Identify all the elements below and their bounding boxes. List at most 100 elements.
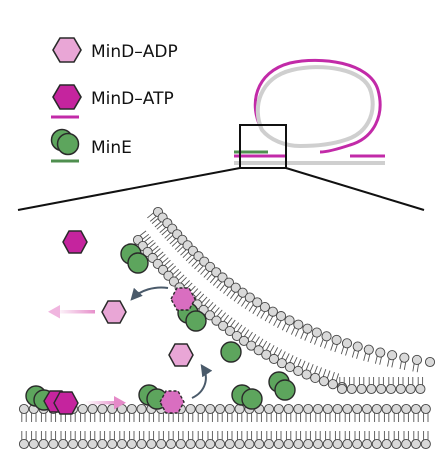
lipid-head	[156, 438, 167, 450]
lipid-head	[97, 438, 108, 450]
free-mind-atp	[62, 230, 88, 254]
lipid-head	[293, 438, 304, 450]
lipid-head	[244, 438, 255, 450]
lipid-head	[136, 438, 147, 450]
lipid-head	[336, 383, 348, 395]
lipid-head	[38, 438, 49, 450]
lipid-head	[303, 403, 314, 415]
lipid-head	[420, 438, 431, 450]
lipid-head	[28, 438, 39, 450]
lipid-head	[361, 403, 373, 415]
mind-atp-bound-2	[53, 391, 79, 415]
mine-bound-flat-3	[231, 384, 263, 410]
mine-bound-curved-3	[220, 341, 242, 363]
lipid-head	[310, 372, 321, 383]
lipid-head	[371, 438, 382, 450]
lipid-head	[352, 403, 363, 415]
lipid-head	[273, 438, 284, 450]
lipid-head	[263, 403, 275, 415]
lipid-head	[424, 356, 436, 368]
lipid-head	[381, 403, 392, 415]
lipid-head	[224, 403, 235, 415]
lipid-head	[401, 403, 412, 415]
lipid-head	[238, 335, 250, 346]
lipid-head	[146, 438, 157, 450]
lipid-head	[18, 438, 30, 450]
lipid-head	[381, 438, 392, 450]
lipid-membranes	[18, 206, 436, 450]
lipid-head	[385, 383, 397, 395]
lipid-head	[87, 403, 98, 415]
lipid-head	[261, 349, 272, 360]
lipid-head	[231, 330, 242, 342]
lipid-head	[391, 438, 402, 450]
lipid-head	[318, 376, 330, 387]
lipid-head	[205, 438, 216, 450]
lipid-head	[283, 438, 294, 450]
lipid-head	[312, 403, 324, 415]
lipid-head	[107, 438, 118, 450]
lipid-head	[346, 383, 357, 395]
zoom-line-left	[17, 167, 241, 211]
lipid-head	[321, 331, 332, 342]
lipid-head	[352, 438, 363, 450]
lipid-head	[268, 353, 280, 365]
mine-circle-pair-icon	[50, 128, 80, 156]
lipid-head	[331, 334, 342, 345]
legend-label-mine: MinE	[91, 138, 132, 158]
vesicle-overview	[234, 58, 385, 169]
legend-item-mind-atp: MinD–ATP	[51, 84, 174, 119]
lipid-head	[218, 320, 229, 331]
lipid-head	[126, 403, 137, 415]
lipid-head	[399, 352, 410, 363]
legend-item-mine: MinE	[50, 128, 132, 163]
lipid-head	[185, 438, 196, 450]
mine-bound-curved-4	[268, 371, 296, 401]
lipid-head	[58, 438, 69, 450]
lipid-head	[303, 438, 314, 450]
lipid-head	[356, 383, 367, 395]
lipid-head	[18, 403, 30, 415]
lipid-head	[195, 403, 206, 415]
lipid-head	[273, 403, 284, 415]
lipid-head	[87, 438, 98, 450]
lipid-head	[363, 344, 374, 355]
lipid-head	[77, 438, 88, 450]
arrows	[48, 286, 213, 410]
lipid-head	[283, 403, 294, 415]
lipid-head	[246, 340, 257, 351]
lipid-head	[204, 310, 216, 321]
mind-adp-hexagon-icon	[52, 37, 82, 63]
free-mind-adp-1	[101, 300, 127, 324]
lipid-head	[410, 403, 422, 415]
lipid-head	[259, 302, 270, 313]
lipid-head	[341, 338, 353, 349]
lipid-head	[415, 383, 426, 395]
lipid-head	[97, 403, 108, 415]
lipid-head	[302, 323, 313, 334]
lipid-head	[293, 319, 304, 330]
lipid-head	[205, 403, 216, 415]
lipid-head	[214, 403, 226, 415]
lipid-head	[224, 325, 235, 337]
lipid-head	[322, 403, 333, 415]
lipid-head	[217, 272, 228, 283]
vesicle-membrane	[255, 65, 375, 149]
lipid-head	[376, 383, 387, 395]
lipid-head	[366, 383, 377, 395]
lipid-head	[332, 438, 343, 450]
mine-bound-curved-1	[120, 243, 149, 274]
zoom-line-right	[285, 167, 425, 211]
lipid-head	[293, 365, 304, 376]
lipid-head	[175, 438, 186, 450]
vesicle-mind-coat	[253, 58, 382, 154]
lipid-head	[214, 438, 226, 450]
lipid-head	[311, 327, 322, 338]
lipid-head	[48, 438, 59, 450]
lipid-head	[401, 438, 412, 450]
lipid-head	[224, 438, 235, 450]
lipid-head	[420, 403, 431, 415]
lipid-head	[252, 297, 263, 308]
lipid-head	[77, 403, 88, 415]
